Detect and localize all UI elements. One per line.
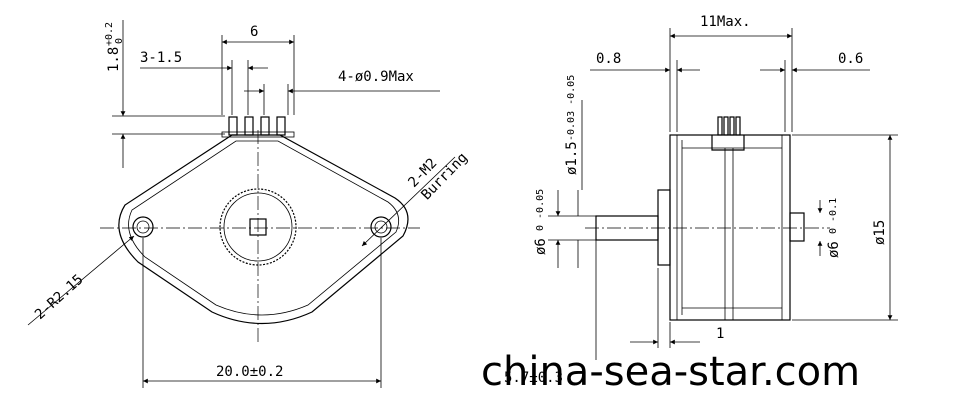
- mount-hole-left: [132, 216, 154, 238]
- watermark-text: china-sea-star.com: [481, 349, 860, 395]
- dim-boss-diameter: ø1.5 -0.03 -0.05: [564, 75, 580, 175]
- motor-body: [669, 134, 791, 321]
- dim-pin-diameter: 4-ø0.9Max: [338, 69, 414, 85]
- dim-right-flange: 0.6: [838, 51, 863, 67]
- pin-1: [228, 116, 238, 136]
- svg-text:0: 0: [114, 38, 125, 44]
- pin-3: [260, 116, 270, 136]
- dim-center-distance: 20.0±0.2: [216, 364, 283, 380]
- dim-length: 11Max.: [700, 14, 751, 30]
- svg-text:2-R2.15: 2-R2.15: [32, 272, 87, 323]
- front-boss: [657, 189, 671, 266]
- dim-step: 1: [716, 326, 724, 342]
- svg-text:0 -0.05: 0 -0.05: [535, 189, 546, 231]
- pin-base: [221, 131, 295, 138]
- svg-text:1.8: 1.8: [106, 47, 122, 72]
- motor-flange-outline: [118, 134, 409, 325]
- pin-group: [221, 116, 295, 138]
- pin-2: [244, 116, 254, 136]
- connector-housing: [711, 135, 745, 151]
- dim-rear-boss: ø6 0 -0.1: [826, 198, 842, 258]
- output-shaft: [595, 215, 659, 241]
- dim-body-diameter: ø15: [872, 220, 888, 245]
- dim-mount-hole: 2-M2 Burring: [405, 150, 470, 204]
- dim-pin-span: 6: [250, 24, 258, 40]
- dim-shaft-length: 5.7±0.3: [504, 370, 563, 386]
- svg-text:+0.2: +0.2: [104, 22, 115, 46]
- rear-boss: [789, 212, 805, 242]
- shaft-square: [249, 218, 267, 236]
- svg-text:ø1.5: ø1.5: [564, 141, 580, 175]
- dim-pin-height: 1.8 +0.2 0: [104, 22, 125, 72]
- dim-shaft-diameter: ø6 0 -0.05: [533, 189, 549, 255]
- pin-4: [276, 116, 286, 136]
- mount-hole-left-inner: [136, 220, 150, 234]
- hub-gear: [219, 188, 297, 266]
- dim-radius: 2-R2.15: [32, 272, 87, 323]
- dim-pin-pitch: 3-1.5: [140, 50, 182, 66]
- side-view: 11Max. 0.8 0.6 ø1.5 -0.03 -0.05 ø6 0 -0.…: [533, 14, 898, 360]
- hub-ring: [223, 192, 293, 262]
- svg-text:0 -0.1: 0 -0.1: [828, 198, 839, 234]
- svg-text:ø6: ø6: [533, 238, 549, 255]
- front-view: 6 3-1.5 4-ø0.9Max 1.8 +0.2 0 2-M2 Burrin…: [27, 20, 471, 388]
- svg-text:-0.03 -0.05: -0.03 -0.05: [566, 75, 577, 141]
- dim-left-flange: 0.8: [596, 51, 621, 67]
- svg-text:ø6: ø6: [826, 241, 842, 258]
- mount-hole-right-inner: [374, 220, 388, 234]
- svg-text:ø15: ø15: [872, 220, 888, 245]
- mount-hole-right: [370, 216, 392, 238]
